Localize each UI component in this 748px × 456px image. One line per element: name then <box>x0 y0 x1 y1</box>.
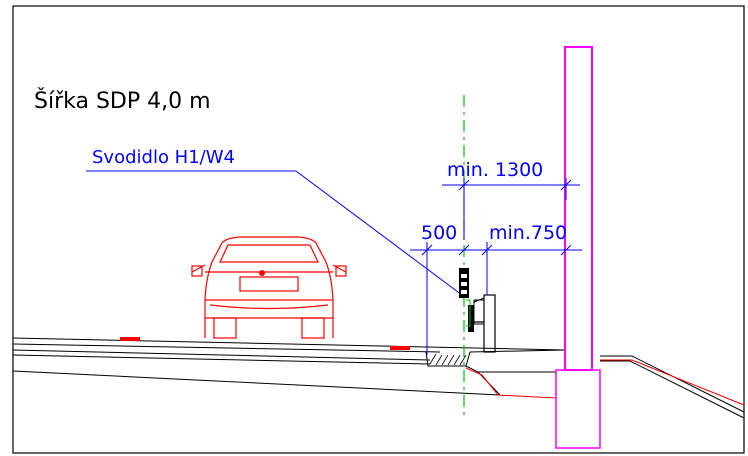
dimension-500-label: 500 <box>421 222 457 244</box>
terrain-line-right <box>600 359 745 406</box>
road-marking-left <box>120 337 140 341</box>
dimension-500-750 <box>410 242 582 355</box>
road-marking-right <box>390 346 410 350</box>
barrier-label: Svodidlo H1/W4 <box>92 147 235 168</box>
dimension-min-750-label: min.750 <box>489 222 567 244</box>
terrain-line <box>465 367 557 399</box>
dimension-min-1300-label: min. 1300 <box>447 159 543 181</box>
shoulder-hatch <box>429 353 467 366</box>
pillar-foundation <box>555 369 601 449</box>
road-surface <box>12 337 745 419</box>
barrier-leader-line <box>295 170 467 299</box>
car-emblem <box>259 270 265 276</box>
barrier-post <box>459 268 496 353</box>
pillar <box>564 46 593 371</box>
drawing-title: Šířka SDP 4,0 m <box>34 88 211 114</box>
car-illustration <box>191 236 347 339</box>
drawing-frame <box>12 5 745 454</box>
dimension-min-1300 <box>442 178 580 240</box>
